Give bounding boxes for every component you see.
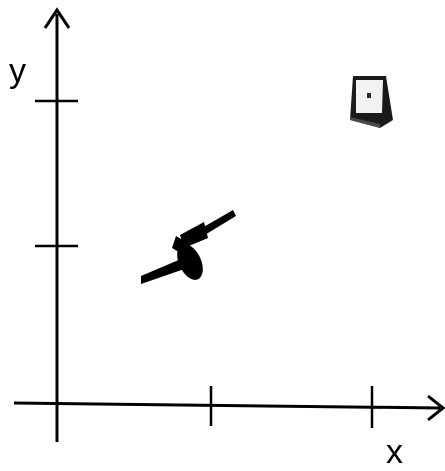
y-axis-arrowhead bbox=[43, 7, 71, 29]
x-axis-label: x bbox=[386, 433, 403, 471]
airplane-icon bbox=[141, 210, 236, 284]
x-axis: x bbox=[13, 386, 445, 471]
x-axis-line bbox=[13, 401, 441, 410]
x-axis-arrowhead bbox=[427, 394, 445, 422]
y-axis-label: y bbox=[9, 52, 26, 90]
target-icon bbox=[350, 76, 393, 128]
y-axis: y bbox=[9, 7, 78, 442]
